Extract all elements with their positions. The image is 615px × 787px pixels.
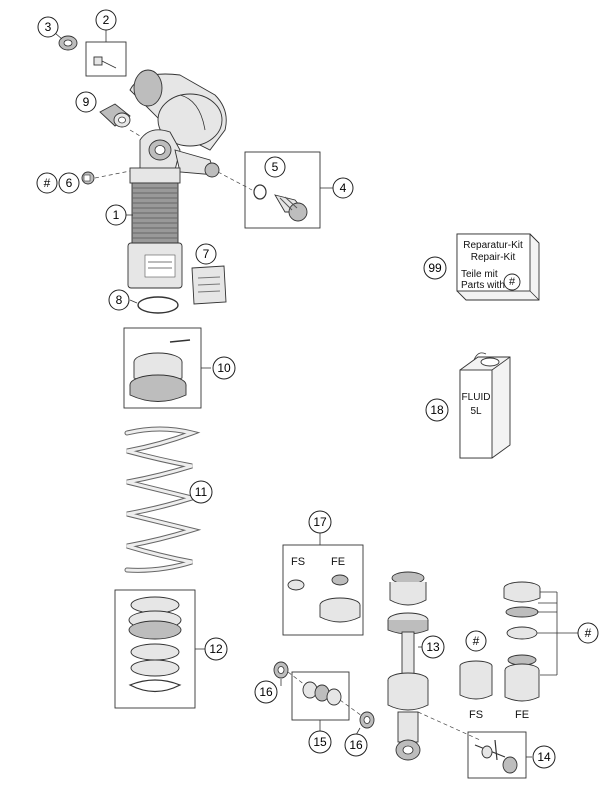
part-sticker <box>191 265 227 305</box>
part-cartridge-box <box>244 151 321 229</box>
part-bolt-box <box>467 731 527 779</box>
callout-15: 15 <box>308 730 332 754</box>
part-bushing <box>99 103 131 128</box>
part-valve <box>93 56 117 69</box>
fluid-label: FLUID <box>462 392 491 403</box>
repair-kit-label-de: Reparatur-Kit <box>463 240 523 251</box>
callout-11: 11 <box>189 480 213 504</box>
part-top-mount <box>139 129 220 178</box>
svg-text:12: 12 <box>209 642 223 656</box>
svg-text:#: # <box>44 176 51 190</box>
callout-hash-top: # <box>36 172 58 194</box>
svg-text:3: 3 <box>45 20 52 34</box>
svg-text:4: 4 <box>340 181 347 195</box>
callout-2: 2 <box>95 9 117 31</box>
part-seal-cap <box>58 35 78 51</box>
part-cartridge <box>274 194 308 222</box>
part-seal-right <box>359 711 375 729</box>
part-fe-piston <box>319 574 361 623</box>
part-fs-piston <box>287 579 305 591</box>
part-variant-box <box>282 544 364 636</box>
callout-1: 1 <box>105 204 127 226</box>
part-spring-seats <box>128 596 182 693</box>
part-bearing-set <box>302 681 342 706</box>
svg-text:1: 1 <box>113 208 120 222</box>
svg-text:16: 16 <box>349 738 363 752</box>
repair-kit-parts-de: Teile mit <box>461 269 498 280</box>
svg-text:18: 18 <box>430 403 444 417</box>
callout-7: 7 <box>195 243 217 265</box>
part-reservoir <box>129 69 227 151</box>
callout-9: 9 <box>75 91 97 113</box>
part-fe-assembly <box>503 581 541 702</box>
svg-text:16: 16 <box>259 685 273 699</box>
repair-kit-hash: # <box>509 276 516 288</box>
callout-18: 18 <box>425 398 449 422</box>
callout-hash-right: # <box>577 622 599 644</box>
svg-text:7: 7 <box>203 247 210 261</box>
callout-99: 99 <box>423 256 447 280</box>
part-damper-rod <box>387 571 429 761</box>
fe-bracket-leaders <box>537 591 578 676</box>
svg-text:13: 13 <box>426 640 440 654</box>
svg-text:11: 11 <box>195 485 208 499</box>
svg-text:9: 9 <box>83 95 90 109</box>
repair-kit-parts-en: Parts with <box>461 280 505 291</box>
callout-17: 17 <box>308 510 332 534</box>
part-adjuster <box>129 339 191 402</box>
callout-4: 4 <box>332 177 354 199</box>
fluid-can: FLUID 5L <box>459 352 511 459</box>
svg-text:10: 10 <box>217 361 231 375</box>
svg-text:8: 8 <box>116 293 123 307</box>
callout-12: 12 <box>204 637 228 661</box>
svg-text:2: 2 <box>103 13 110 27</box>
fs-bottom-label: FS <box>469 709 483 721</box>
repair-kit-box: Reparatur-Kit Repair-Kit Teile mit Parts… <box>456 233 540 301</box>
svg-text:99: 99 <box>428 261 442 275</box>
svg-text:#: # <box>585 626 592 640</box>
part-fs-assembly <box>459 660 493 700</box>
svg-text:#: # <box>473 634 480 648</box>
part-valve-box <box>85 41 127 77</box>
callout-6: 6 <box>58 172 80 194</box>
callout-8: 8 <box>108 289 130 311</box>
callout-3: 3 <box>37 16 59 38</box>
svg-text:14: 14 <box>537 750 551 764</box>
variant-fe-label: FE <box>331 556 345 568</box>
svg-text:15: 15 <box>313 735 327 749</box>
repair-kit-label-en: Repair-Kit <box>471 252 516 263</box>
svg-text:6: 6 <box>66 176 73 190</box>
part-circlip <box>137 296 179 314</box>
variant-fs-label: FS <box>291 556 305 568</box>
part-spring <box>124 426 202 573</box>
callout-10: 10 <box>212 356 236 380</box>
callout-16-right: 16 <box>344 733 368 757</box>
callout-16-left: 16 <box>254 680 278 704</box>
fluid-volume: 5L <box>470 406 482 417</box>
part-bushing-box <box>291 671 350 721</box>
part-screw <box>81 171 95 185</box>
part-seal-left <box>273 661 289 679</box>
part-damper-body <box>127 167 183 289</box>
fe-bottom-label: FE <box>515 709 529 721</box>
callout-5: 5 <box>264 156 286 178</box>
svg-text:17: 17 <box>313 515 327 529</box>
part-o-ring <box>253 184 267 200</box>
callout-hash-fs: # <box>465 630 487 652</box>
callout-14: 14 <box>532 745 556 769</box>
svg-text:5: 5 <box>272 160 279 174</box>
damper-thread-lines <box>132 187 178 239</box>
part-bolt <box>474 739 518 774</box>
callout-13: 13 <box>421 635 445 659</box>
